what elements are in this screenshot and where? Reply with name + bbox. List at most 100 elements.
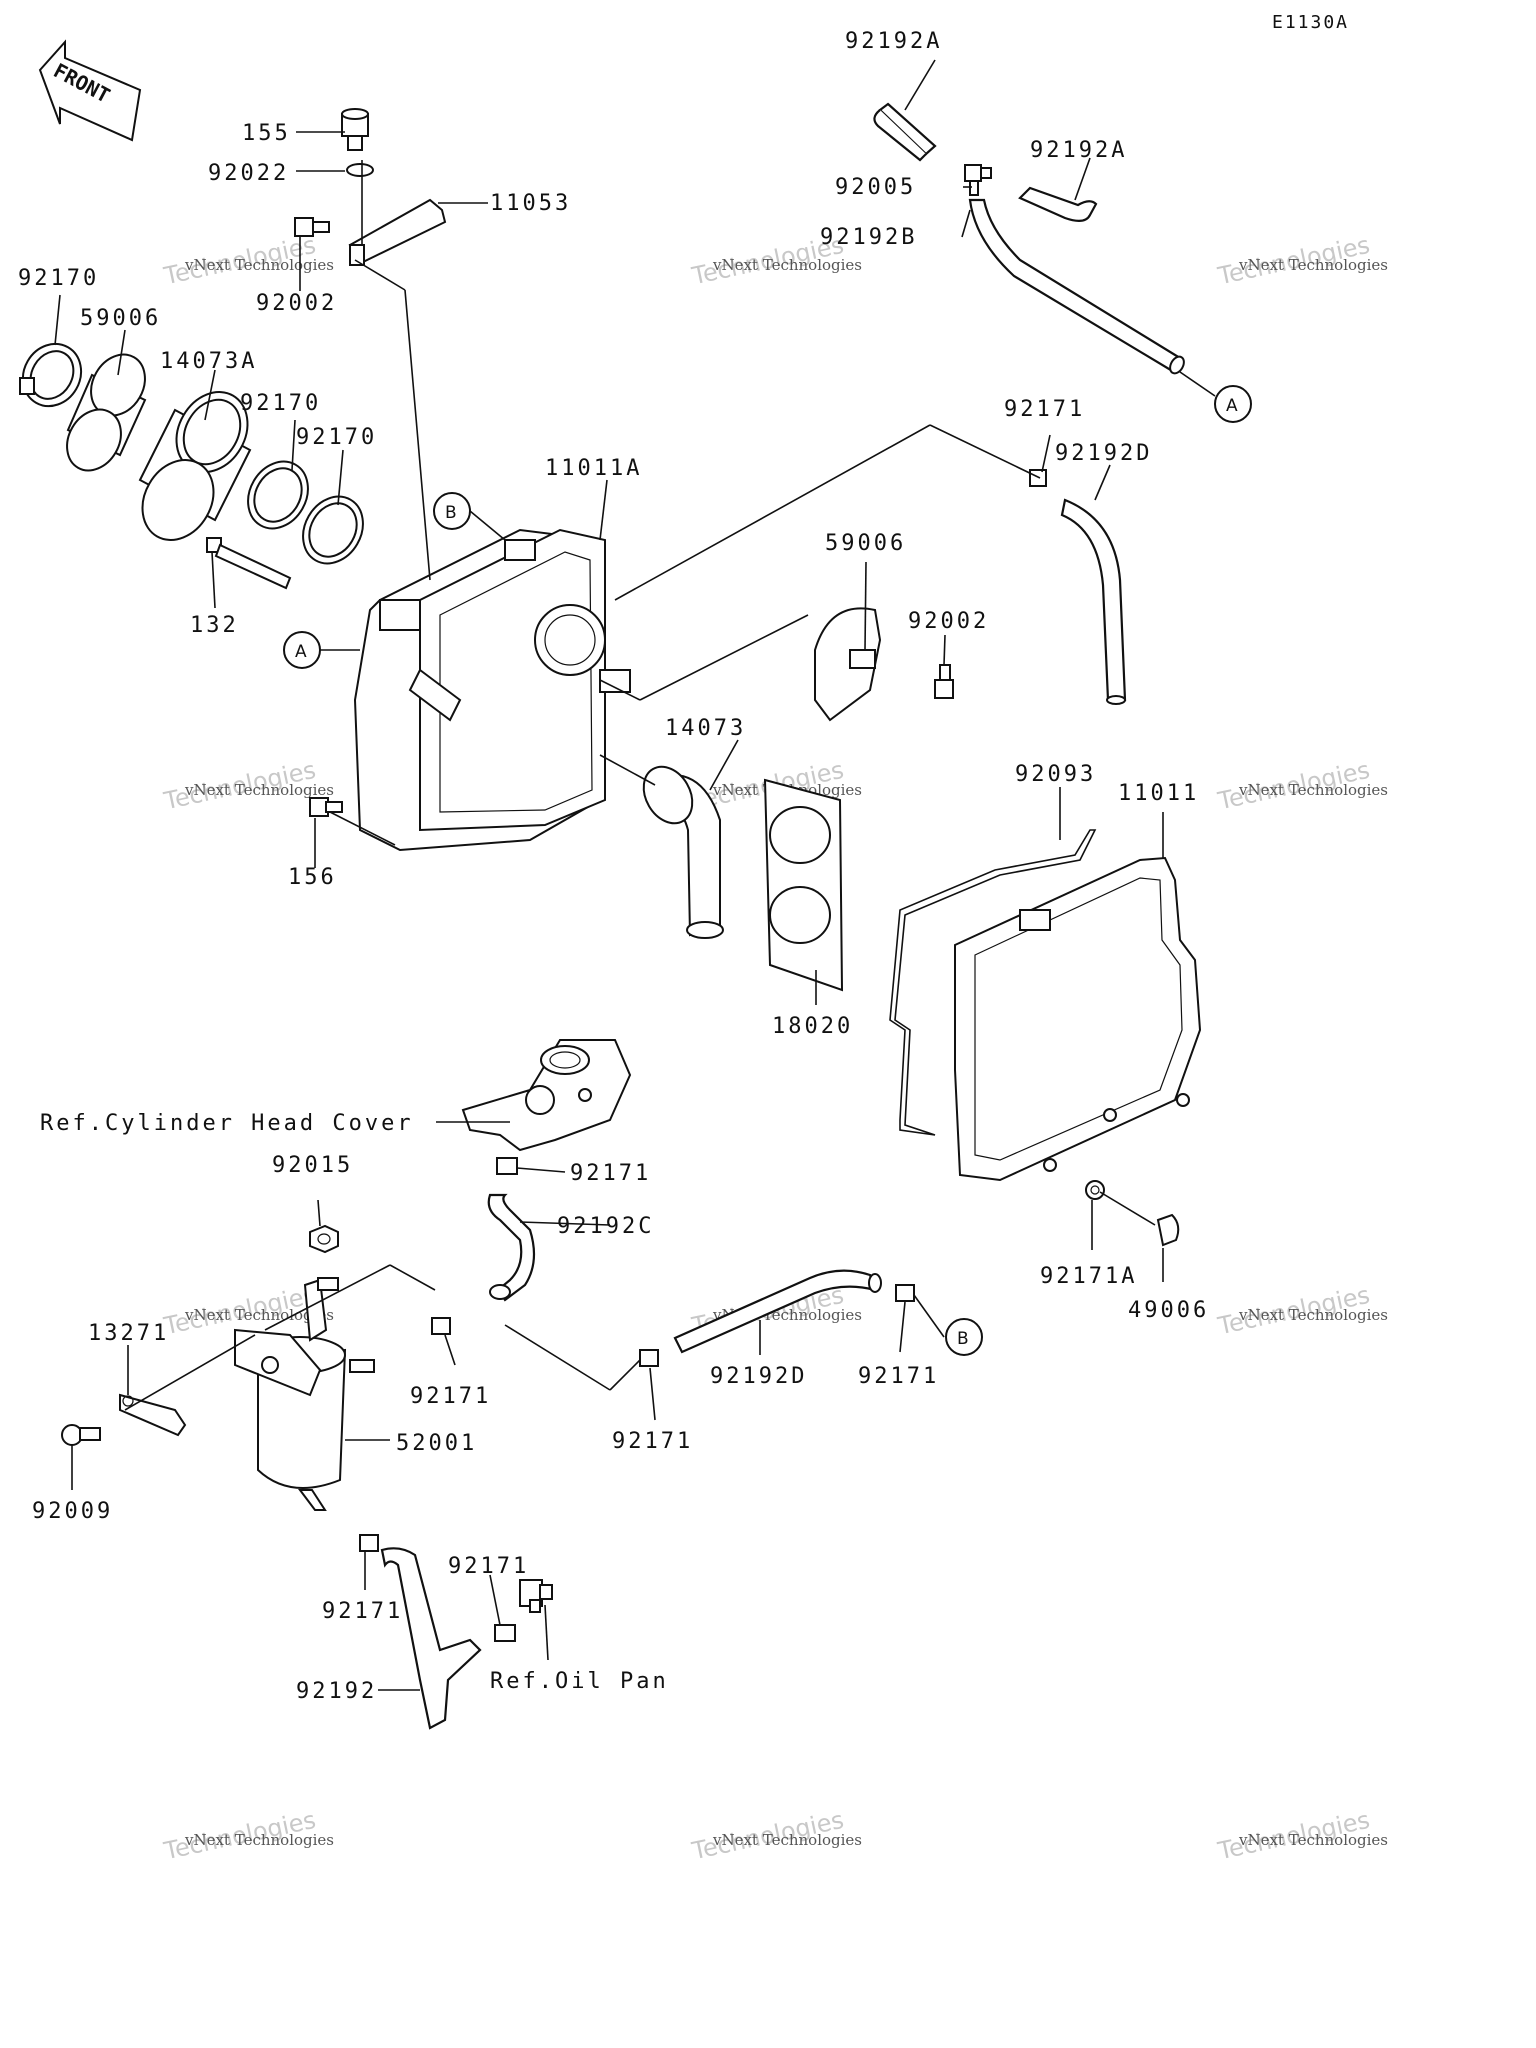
clamp-92171-hose-d	[895, 1284, 915, 1302]
tank-52001	[234, 1277, 375, 1511]
label-92171-tank-bottom: 92171	[322, 1599, 403, 1624]
label-92171-tank-top: 92171	[410, 1384, 491, 1409]
svg-text:B: B	[445, 503, 457, 523]
label-52001: 52001	[396, 1431, 477, 1456]
label-18020: 18020	[772, 1014, 853, 1039]
cover-59006-right	[814, 607, 882, 722]
watermark-brand-text: vNext Technologies	[1238, 1306, 1388, 1324]
label-92192b: 92192B	[820, 225, 917, 250]
bolt-92002-right	[934, 664, 954, 699]
clip-92171a	[1085, 1180, 1105, 1200]
ref-oil-pan-fitting	[519, 1579, 553, 1613]
label-92170-left: 92170	[18, 266, 99, 291]
washer-92022	[346, 163, 374, 177]
svg-text:B: B	[957, 1329, 969, 1349]
hose-92192c	[487, 1193, 536, 1302]
label-11053: 11053	[490, 191, 571, 216]
sleeve-59006-left	[66, 353, 147, 472]
bracket-11053	[348, 198, 447, 266]
label-92170-mid: 92170	[240, 391, 321, 416]
bracket-13271	[119, 1393, 187, 1437]
duct-14073	[642, 765, 724, 939]
cover-11011	[954, 856, 1202, 1182]
label-ref-oil-pan: Ref.Oil Pan	[490, 1669, 669, 1694]
label-92192c: 92192C	[557, 1214, 654, 1239]
watermark-brand-text: vNext Technologies	[184, 1306, 334, 1324]
label-92171-upper: 92171	[1004, 397, 1085, 422]
label-92192: 92192	[296, 1679, 377, 1704]
label-92093: 92093	[1015, 762, 1096, 787]
watermark-brand-text: vNext Technologies	[184, 256, 334, 274]
callout-b-top: B	[433, 492, 471, 530]
hose-92192a-left	[873, 102, 937, 162]
bolt-92002-top	[294, 217, 330, 237]
bolt-156	[309, 797, 343, 817]
label-59006-right: 59006	[825, 531, 906, 556]
label-11011: 11011	[1118, 781, 1199, 806]
nut-92015	[309, 1224, 339, 1254]
label-92171-head: 92171	[570, 1161, 651, 1186]
label-155: 155	[242, 121, 291, 146]
label-14073: 14073	[665, 716, 746, 741]
callout-a-top: A	[1214, 385, 1252, 423]
label-92009: 92009	[32, 1499, 113, 1524]
clamp-92171-lower-mid	[639, 1349, 659, 1367]
watermark-brand-text: vNext Technologies	[1238, 1831, 1388, 1849]
label-92171a: 92171A	[1040, 1264, 1137, 1289]
watermark-brand-text: vNext Technologies	[184, 781, 334, 799]
clamp-92170-left	[19, 342, 83, 408]
leader-lines	[54, 59, 1216, 1691]
hose-92192a-right	[1018, 186, 1098, 222]
label-92002-right: 92002	[908, 609, 989, 634]
clamp-92171-tank-top	[431, 1317, 451, 1335]
clamp-92171-oil	[494, 1624, 516, 1642]
label-92192d-lower: 92192D	[710, 1364, 807, 1389]
hose-92192	[380, 1547, 482, 1730]
callout-a-left: A	[283, 631, 321, 669]
hose-92192d-upper	[1060, 498, 1127, 705]
label-92192d-upper: 92192D	[1055, 441, 1152, 466]
cap-49006	[1156, 1213, 1180, 1247]
label-92192a-top: 92192A	[845, 29, 942, 54]
label-92002-top: 92002	[256, 291, 337, 316]
label-49006: 49006	[1128, 1298, 1209, 1323]
housing-11011a	[353, 528, 631, 852]
watermark-brand-text: vNext Technologies	[184, 1831, 334, 1849]
watermark-brand-text: vNext Technologies	[712, 256, 862, 274]
plate-18020	[763, 778, 844, 992]
fitting-92005	[964, 164, 992, 196]
label-156: 156	[288, 865, 337, 890]
diagram-code: E1130A	[1272, 12, 1349, 33]
duct-14073a	[138, 391, 252, 541]
svg-text:A: A	[1226, 396, 1238, 416]
screw-92009	[61, 1424, 101, 1446]
label-92171-lower-mid: 92171	[612, 1429, 693, 1454]
label-14073a: 14073A	[160, 349, 257, 374]
watermark-brand-text: vNext Technologies	[1238, 256, 1388, 274]
label-ref-cylinder-head-cover: Ref.Cylinder Head Cover	[40, 1111, 414, 1136]
clamp-92170-right	[302, 495, 364, 565]
label-59006-left: 59006	[80, 306, 161, 331]
label-92192a-right: 92192A	[1030, 138, 1127, 163]
bolt-155	[341, 108, 369, 151]
hose-92192d-lower	[673, 1269, 882, 1354]
label-92022: 92022	[208, 161, 289, 186]
svg-text:A: A	[295, 642, 307, 662]
hose-92192b	[968, 198, 1185, 375]
gasket-92093	[889, 829, 1097, 1136]
clamp-92171-head	[496, 1157, 518, 1175]
label-92005: 92005	[835, 175, 916, 200]
watermark-brand-text: vNext Technologies	[712, 1831, 862, 1849]
label-92171-oil: 92171	[448, 1554, 529, 1579]
label-132: 132	[190, 613, 239, 638]
part-labels: 92192A 92192A 92005 92192B 155 92022 110…	[18, 29, 1209, 1704]
label-92171-hose-d: 92171	[858, 1364, 939, 1389]
